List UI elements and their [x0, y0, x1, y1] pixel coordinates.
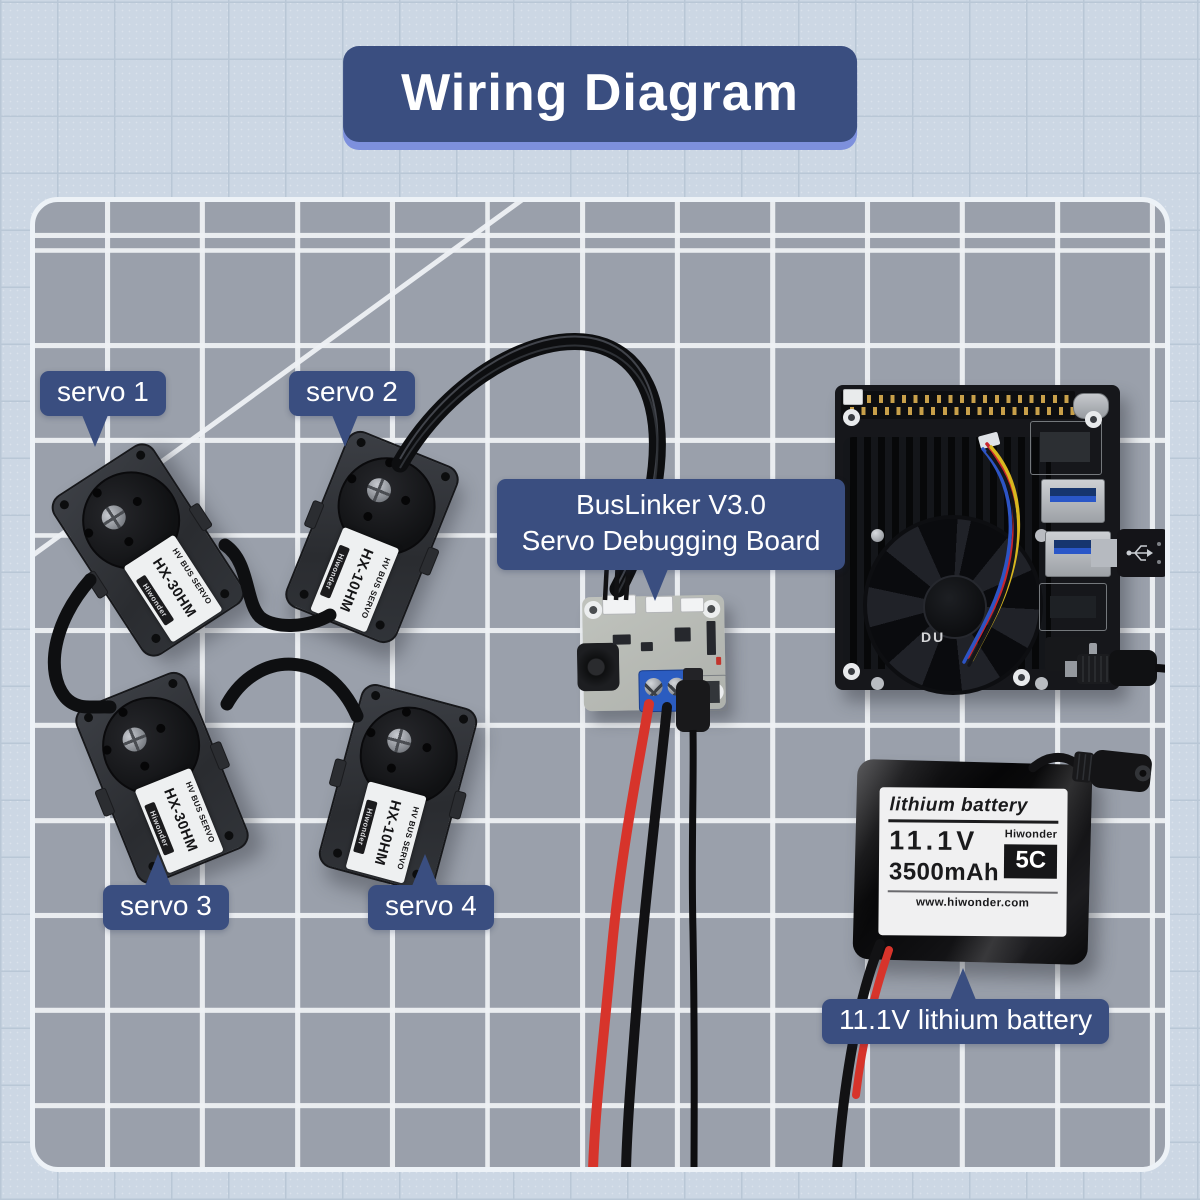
mounting-hole	[1085, 411, 1102, 428]
callout-battery: 11.1V lithium battery	[822, 968, 1110, 1044]
callout-servo-2: servo 2	[289, 371, 415, 447]
plug-tip	[1065, 661, 1079, 677]
usb-logo-arrow	[1147, 549, 1153, 557]
servo1-servo3-cable	[47, 573, 117, 714]
callout-buslinker-line2: Servo Debugging Board	[521, 525, 821, 557]
barrel-pin-hole	[1139, 769, 1147, 777]
rib-lines	[1076, 753, 1093, 781]
servo3-servo4-cable	[220, 657, 364, 723]
ethernet-port	[1030, 421, 1102, 475]
page-title: Wiring Diagram	[343, 46, 857, 142]
callout-servo-4: servo 4	[368, 854, 494, 930]
power-wire-red	[588, 699, 654, 1167]
usb-metal-tongue	[1091, 539, 1119, 567]
callout-servo-3: servo 3	[103, 854, 229, 930]
power-wire-black	[621, 702, 672, 1167]
hdmi-port	[1039, 583, 1107, 631]
usb3-port	[1041, 479, 1105, 523]
fan-wire-blue	[962, 447, 1013, 664]
plug-dot	[1157, 560, 1161, 564]
wiring-photo: HV BUS SERVO HX-30HM Hiwonder HV BUS SER…	[30, 197, 1170, 1172]
rib-lines	[1082, 656, 1108, 682]
usb-a-plug	[1091, 529, 1165, 577]
fan-connector	[978, 432, 1001, 449]
fan-wire-black	[967, 450, 1018, 667]
fan-hub	[923, 575, 987, 639]
mounting-hole	[1013, 669, 1030, 686]
sbc-dc-plug	[1065, 650, 1165, 686]
fan-wires	[962, 432, 1021, 667]
barrel-body	[1090, 749, 1152, 793]
board-logo: DU	[921, 629, 946, 645]
usb-logo	[1129, 545, 1147, 561]
usb-cable	[688, 729, 698, 1167]
plug-ribs	[1077, 654, 1111, 684]
plug-sleeve	[1109, 650, 1157, 686]
small-connector	[843, 389, 863, 405]
gpio-header	[841, 391, 1075, 419]
plug-dot	[1157, 542, 1161, 546]
fan-screws	[871, 529, 884, 542]
callout-buslinker-line1: BusLinker V3.0	[576, 489, 766, 520]
mounting-hole	[843, 409, 860, 426]
pigtail-wire	[1028, 752, 1081, 773]
callout-buslinker: BusLinker V3.0 Servo Debugging Board	[497, 479, 845, 601]
servo1-servo2-cable	[218, 538, 337, 632]
plug-cable	[1154, 664, 1165, 673]
callout-servo-1: servo 1	[40, 371, 166, 447]
battery-dc-connector	[1028, 749, 1152, 793]
usb-plug-body	[676, 680, 710, 732]
mounting-hole	[843, 663, 860, 680]
